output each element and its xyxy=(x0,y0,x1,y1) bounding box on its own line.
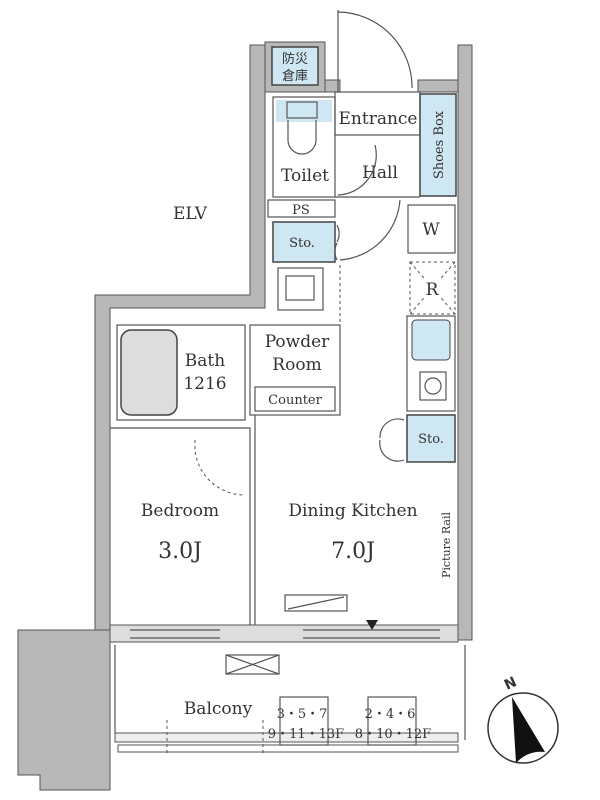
floor-note-right-1: 2・4・6 xyxy=(365,707,416,722)
kitchen-counter xyxy=(406,315,456,412)
outdoor-unit-icon xyxy=(225,654,280,675)
bath-size: 1216 xyxy=(183,374,226,394)
bedroom-label: Bedroom xyxy=(141,501,219,521)
dining-kitchen-label: Dining Kitchen xyxy=(288,501,417,521)
entry-door xyxy=(337,10,413,92)
storage-1 xyxy=(272,221,336,263)
hall-door xyxy=(335,144,420,198)
walls xyxy=(17,41,473,791)
storage-2-label: Sto. xyxy=(418,432,444,447)
disaster-storage-label-1: 防災 xyxy=(282,51,308,67)
hall-label: Hall xyxy=(362,163,398,183)
counter xyxy=(254,386,336,412)
ps-shaft xyxy=(267,199,336,218)
bathtub-icon xyxy=(120,329,178,416)
aircon-icon xyxy=(284,594,348,612)
disaster-storage xyxy=(271,46,319,86)
storage-1-door xyxy=(334,199,401,261)
evacuation-hatch-left xyxy=(279,696,329,746)
ps-label: PS xyxy=(292,203,310,218)
floor-note-left-2: 9・11・13F xyxy=(268,727,344,742)
bedroom-size: 3.0J xyxy=(158,539,202,564)
bath-label: Bath xyxy=(185,351,225,371)
entrance-label: Entrance xyxy=(339,109,418,129)
bedroom-walls xyxy=(110,415,256,625)
floor-note-left-1: 3・5・7 xyxy=(277,707,328,722)
fridge-label: R xyxy=(426,280,440,300)
toilet-tank-icon xyxy=(286,101,318,119)
picture-rail-label: Picture Rail xyxy=(440,512,453,578)
dining-kitchen-size: 7.0J xyxy=(331,539,375,564)
counter-label: Counter xyxy=(268,393,322,408)
washbasin-icon xyxy=(277,267,324,311)
stove-icon xyxy=(419,371,447,401)
windows xyxy=(130,629,440,639)
compass-north-label: N xyxy=(502,674,519,693)
washer-label: W xyxy=(422,220,440,240)
storage-1-label: Sto. xyxy=(289,236,315,251)
shoes-box xyxy=(419,93,457,197)
bedroom-door xyxy=(194,440,246,496)
powder-room xyxy=(249,324,341,416)
evacuation-marks xyxy=(166,720,264,756)
powder-room-label-1: Powder xyxy=(265,332,330,352)
toilet-tank-area xyxy=(276,100,332,122)
evacuation-hatch-right xyxy=(367,696,417,746)
washer-space xyxy=(407,204,456,254)
disaster-storage-label-2: 倉庫 xyxy=(282,69,308,84)
toilet-bowl-icon xyxy=(287,120,317,155)
floor-note-right-2: 8・10・12F xyxy=(355,727,431,742)
elevator-label: ELV xyxy=(173,204,208,224)
storage-2-door xyxy=(379,418,405,462)
balcony-label: Balcony xyxy=(184,699,253,719)
balcony-edges xyxy=(114,645,466,740)
compass-needle-icon xyxy=(512,697,545,763)
shoes-box-label: Shoes Box xyxy=(432,110,447,179)
fridge-space xyxy=(409,261,456,315)
powder-room-label-2: Room xyxy=(272,355,321,375)
storage-2 xyxy=(406,414,456,463)
north-compass: N xyxy=(487,674,559,764)
toilet-label: Toilet xyxy=(281,166,329,186)
marker-triangle-icon xyxy=(366,620,378,630)
sink-icon xyxy=(411,319,451,361)
toilet-room xyxy=(272,96,336,198)
bath-room xyxy=(116,324,246,421)
